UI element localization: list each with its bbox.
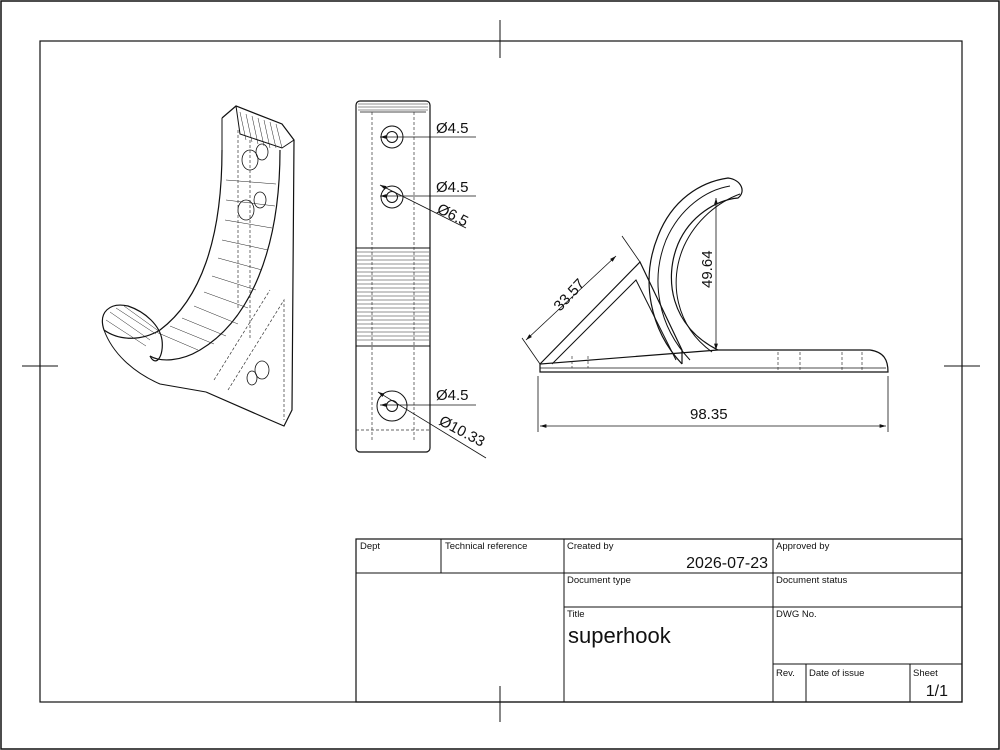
- tb-dwg-no-label: DWG No.: [776, 609, 817, 620]
- tb-created-date: 2026-07-23: [686, 555, 768, 572]
- dim-hole2-inner: Ø4.5: [436, 179, 469, 196]
- tb-date-issue-label: Date of issue: [809, 668, 864, 679]
- centering-marks: [22, 20, 980, 722]
- tb-created-by-label: Created by: [567, 541, 614, 552]
- tb-sheet-label: Sheet: [913, 668, 938, 679]
- dim-hole2-outer: Ø6.5: [434, 200, 471, 230]
- dim-hole3-outer: Ø10.33: [436, 413, 487, 451]
- tb-doc-status-label: Document status: [776, 575, 848, 586]
- tb-doc-type-label: Document type: [567, 575, 631, 586]
- dim-hole1: Ø4.5: [436, 120, 469, 137]
- tb-title-label: Title: [567, 609, 585, 620]
- top-view: Ø4.5 Ø4.5 Ø6.5 Ø4.5 Ø10.33: [355, 100, 488, 459]
- dim-length: 98.35: [690, 406, 728, 423]
- tb-rev-label: Rev.: [776, 668, 795, 679]
- dim-height: 49.64: [699, 250, 716, 288]
- tb-tech-ref-label: Technical reference: [445, 541, 527, 552]
- tb-dept-label: Dept: [360, 541, 380, 552]
- isometric-view: [101, 105, 295, 427]
- title-block: Dept Technical reference Created by 2026…: [355, 538, 963, 703]
- tb-title-value: superhook: [568, 623, 672, 648]
- tb-approved-by-label: Approved by: [776, 541, 830, 552]
- side-view: 33.57 49.64 98.35: [521, 177, 889, 432]
- tb-sheet-value: 1/1: [926, 683, 948, 700]
- dim-hole3-inner: Ø4.5: [436, 387, 469, 404]
- dim-brace: 33.57: [550, 276, 588, 315]
